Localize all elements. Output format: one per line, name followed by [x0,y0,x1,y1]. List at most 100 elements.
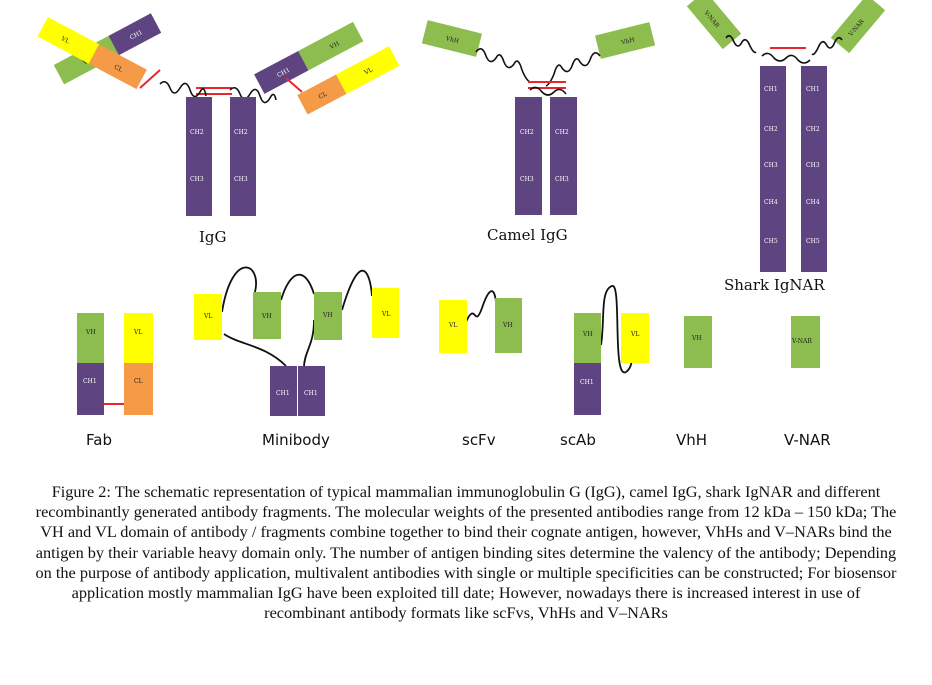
fab-cl [124,363,153,415]
camel-right-vhh [594,22,656,59]
scab-vl-label: VL [630,331,639,338]
scfv-vh-label: VH [502,322,513,329]
camel-ch2-left: CH2 [520,129,534,136]
minibody-vh-left-label: VH [261,313,272,320]
fab-vl [124,313,153,363]
fab-label: Fab [86,431,112,449]
igg-right-light-disulfide [285,77,303,93]
igg-label: IgG [199,228,227,246]
igg-left-vl-label: VL [59,35,71,46]
camel-hinge-lower [529,86,567,96]
camel-igg-molecule: VhH VhH CH2 CH2 CH3 CH3 Camel IgG [421,20,656,244]
igg-right-vl [336,46,400,94]
camel-igg-label: Camel IgG [487,226,568,244]
minibody-ch1-right [298,366,325,416]
shark-ch5-right: CH5 [806,238,820,245]
vnar-domain-label: V-NAR [791,338,812,345]
shark-ch2-left: CH2 [764,126,778,133]
scab-fragment: VH CH1 VL scAb [560,285,649,449]
shark-hinge-right [811,36,843,56]
figure-caption: Figure 2: The schematic representation o… [35,482,897,623]
scab-ch-label: CH1 [580,379,594,386]
minibody-linker [221,266,257,313]
shark-ch5-left: CH5 [764,238,778,245]
igg-right-cl-label: CL [317,91,328,101]
igg-ch2-left: CH2 [190,129,204,136]
minibody-vl-left-label: VL [203,313,212,320]
minibody-vl-right-label: VL [381,311,390,318]
minibody-fragment: VL VH VH VL CH1 CH1 Minibody [194,266,399,449]
fab-vl-label: VL [133,329,142,336]
igg-right-vh-label: VH [328,40,341,51]
igg-left-ch1 [108,13,162,56]
shark-ch1-right: CH1 [806,86,820,93]
scfv-label: scFv [462,431,496,449]
camel-hinge-left [475,48,531,83]
shark-ch4-right: CH4 [806,199,820,206]
fab-cl-label: CL [134,378,143,385]
scab-linker [600,285,633,373]
igg-heavy-chain-right-fc [230,97,256,216]
minibody-hinge-left [223,333,287,367]
igg-right-ch1 [254,50,309,94]
minibody-vh-left [253,292,281,339]
camel-heavy-chain-right [550,97,577,215]
minibody-linker [341,269,373,311]
camel-left-vhh-label: VhH [444,35,460,45]
fab-ch1 [77,363,104,415]
minibody-vl-left [194,294,222,340]
scfv-linker [465,290,497,323]
shark-hinge-left [725,34,757,54]
scfv-vl-label: VL [448,322,457,329]
shark-ch1-left: CH1 [764,86,778,93]
minibody-ch1-left [270,366,297,416]
vhh-fragment: VH VhH [676,316,712,449]
igg-right-vh [298,21,364,71]
igg-heavy-chain-left-fc [186,97,212,216]
shark-left-vnar [686,0,742,50]
shark-ch3-left: CH3 [764,162,778,169]
minibody-vh-right-label: VH [322,312,333,319]
vhh-domain [684,316,712,368]
minibody-linker [280,273,315,301]
camel-heavy-chain-left [515,97,542,215]
shark-heavy-chain-right [801,66,827,272]
shark-ignar-molecule: V-NAR V-NAR CH1 CH1 CH2 CH2 CH3 CH3 CH4 … [686,0,886,294]
igg-molecule: CH2 CH2 CH3 CH3 VH CH1 VL CL CH1 VH CL [37,13,400,246]
igg-left-cl-label: CL [113,64,124,74]
minibody-hinge-right [303,319,315,367]
igg-right-vl-label: VL [362,66,374,77]
minibody-ch1-left-label: CH1 [276,390,290,397]
fab-vh-label: VH [85,329,96,336]
igg-left-light-disulfide [139,69,161,89]
scfv-vl [439,300,467,353]
camel-ch3-right: CH3 [555,176,569,183]
scfv-fragment: VL VH scFv [439,290,522,449]
shark-ch4-left: CH4 [764,199,778,206]
vnar-label: V-NAR [784,431,831,449]
fab-ch1-label: CH1 [83,378,97,385]
igg-ch3-right: CH3 [234,176,248,183]
shark-right-vnar [830,0,886,54]
shark-ch3-right: CH3 [806,162,820,169]
shark-heavy-chain-left [760,66,786,272]
antibody-formats-diagram: CH2 CH2 CH3 CH3 VH CH1 VL CL CH1 VH CL [37,0,886,449]
minibody-vl-right [372,288,399,338]
minibody-ch1-right-label: CH1 [304,390,318,397]
shark-hinge-lower [761,52,811,64]
vhh-domain-label: VH [691,335,702,342]
shark-ch2-right: CH2 [806,126,820,133]
fab-vh [77,313,104,363]
vhh-label: VhH [676,431,707,449]
camel-ch3-left: CH3 [520,176,534,183]
minibody-vh-right [314,292,342,340]
scab-ch [574,363,601,415]
scab-vh [574,313,601,363]
igg-ch2-right: CH2 [234,129,248,136]
vnar-fragment: V-NAR V-NAR [784,316,831,449]
vnar-domain [791,316,820,368]
shark-ignar-label: Shark IgNAR [724,276,825,294]
igg-right-cl [297,74,347,115]
fab-fragment: VH CH1 VL CL Fab [77,313,153,449]
scab-vh-label: VH [582,331,593,338]
